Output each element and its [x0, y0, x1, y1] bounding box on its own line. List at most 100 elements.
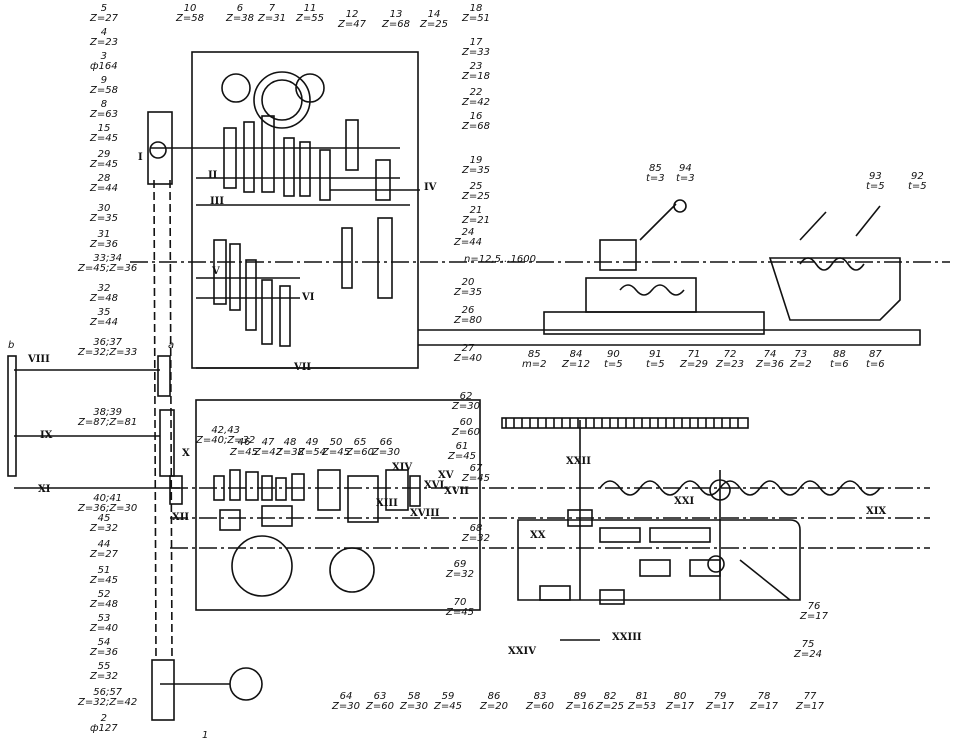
lead-screw-thread [599, 480, 881, 496]
rack [501, 417, 749, 429]
cross-slide [585, 277, 697, 313]
motor [229, 667, 263, 701]
spindle-speed-note: n=12,5...1600 [464, 254, 536, 265]
shaft-label-IV: IV [424, 182, 437, 193]
shaft-label-VIII: VIII [28, 354, 50, 365]
shaft-label-XIII: XIII [376, 498, 398, 509]
belt-left [153, 179, 157, 661]
shaft-label-XXI: XXI [674, 496, 695, 507]
shaft-label-I: I [138, 152, 143, 163]
apron-housing [517, 519, 801, 601]
spindle-gear-large [253, 71, 311, 129]
tailstock-screw-thread [799, 257, 865, 271]
rack-teeth [505, 418, 739, 428]
shaft-label-IX: IX [40, 430, 53, 441]
shaft-label-XXIV: XXIV [508, 646, 536, 657]
shaft-label-II: II [208, 170, 218, 181]
shaft-label-XX: XX [530, 530, 546, 541]
tool-post [599, 239, 637, 271]
shaft-label-III: III [210, 196, 225, 207]
shaft-label-XXII: XXII [566, 456, 591, 467]
shaft-label-XII: XII [172, 512, 190, 523]
shaft-label-XVIII: XVIII [410, 508, 440, 519]
cross-screw-thread [619, 284, 685, 296]
gearbox-gear-right [329, 547, 375, 593]
tailstock [768, 257, 901, 321]
lathe-bed [418, 329, 921, 346]
belt-right [169, 179, 173, 661]
motor-pulley [149, 141, 167, 159]
motor-pulley-bottom [151, 659, 175, 721]
label-1: 1 [202, 730, 209, 741]
